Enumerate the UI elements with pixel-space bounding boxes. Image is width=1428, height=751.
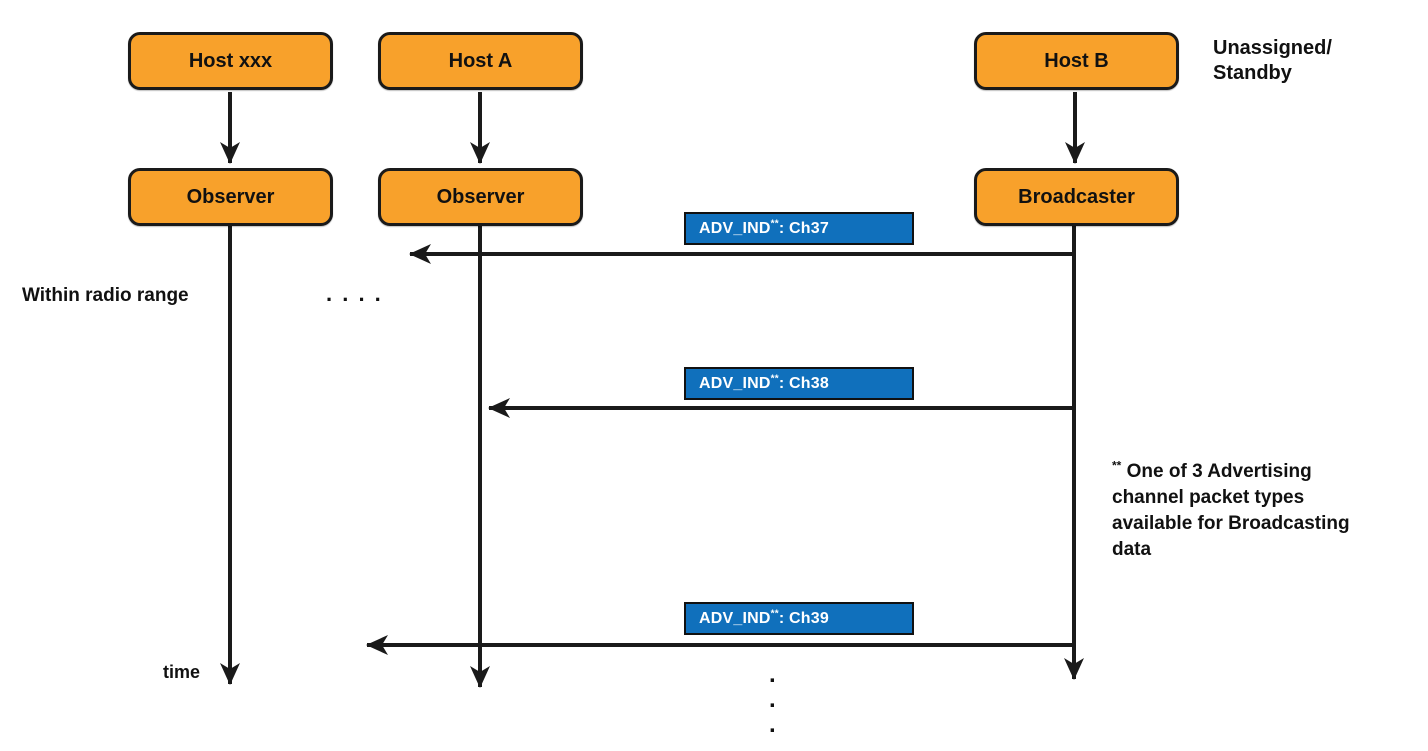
host-xxx-box: Host xxx xyxy=(128,32,333,90)
footnote-line3: available for Broadcasting xyxy=(1112,513,1350,534)
state-label-line1: Unassigned/ xyxy=(1213,37,1332,59)
vertical-ellipsis: . . . xyxy=(769,661,776,738)
state-label: Unassigned/ Standby xyxy=(1213,36,1332,86)
observer-a-box: Observer xyxy=(378,168,583,226)
time-label: time xyxy=(163,662,201,682)
observer-xxx-label: Observer xyxy=(186,185,275,208)
host-b-label: Host B xyxy=(1044,49,1109,72)
observer-a-label: Observer xyxy=(436,185,525,208)
footnote-line2: channel packet types xyxy=(1112,487,1305,508)
host-b-box: Host B xyxy=(974,32,1179,90)
horizontal-ellipsis: . . . . xyxy=(326,281,383,306)
adv-ch38-label: ADV_IND**: Ch38 xyxy=(684,367,914,400)
radio-range-label: Within radio range xyxy=(22,285,189,306)
observer-xxx-box: Observer xyxy=(128,168,333,226)
adv-ch39-label: ADV_IND**: Ch39 xyxy=(684,602,914,635)
host-a-box: Host A xyxy=(378,32,583,90)
host-a-label: Host A xyxy=(448,49,513,72)
host-xxx-label: Host xxx xyxy=(188,49,273,72)
state-label-line2: Standby xyxy=(1213,62,1292,84)
adv-ch37-label: ADV_IND**: Ch37 xyxy=(684,212,914,245)
footnote-marker: ** xyxy=(1112,458,1122,473)
broadcaster-label: Broadcaster xyxy=(1018,185,1135,208)
footnote-line4: data xyxy=(1112,539,1152,560)
broadcaster-box: Broadcaster xyxy=(974,168,1179,226)
adv-ch38-text: ADV_IND**: Ch38 xyxy=(699,373,829,392)
adv-ch39-text: ADV_IND**: Ch39 xyxy=(699,608,829,627)
footnote-line1: ** One of 3 Advertising xyxy=(1112,458,1312,482)
footnote: ** One of 3 Advertising channel packet t… xyxy=(1112,459,1350,563)
adv-ch37-text: ADV_IND**: Ch37 xyxy=(699,218,829,237)
